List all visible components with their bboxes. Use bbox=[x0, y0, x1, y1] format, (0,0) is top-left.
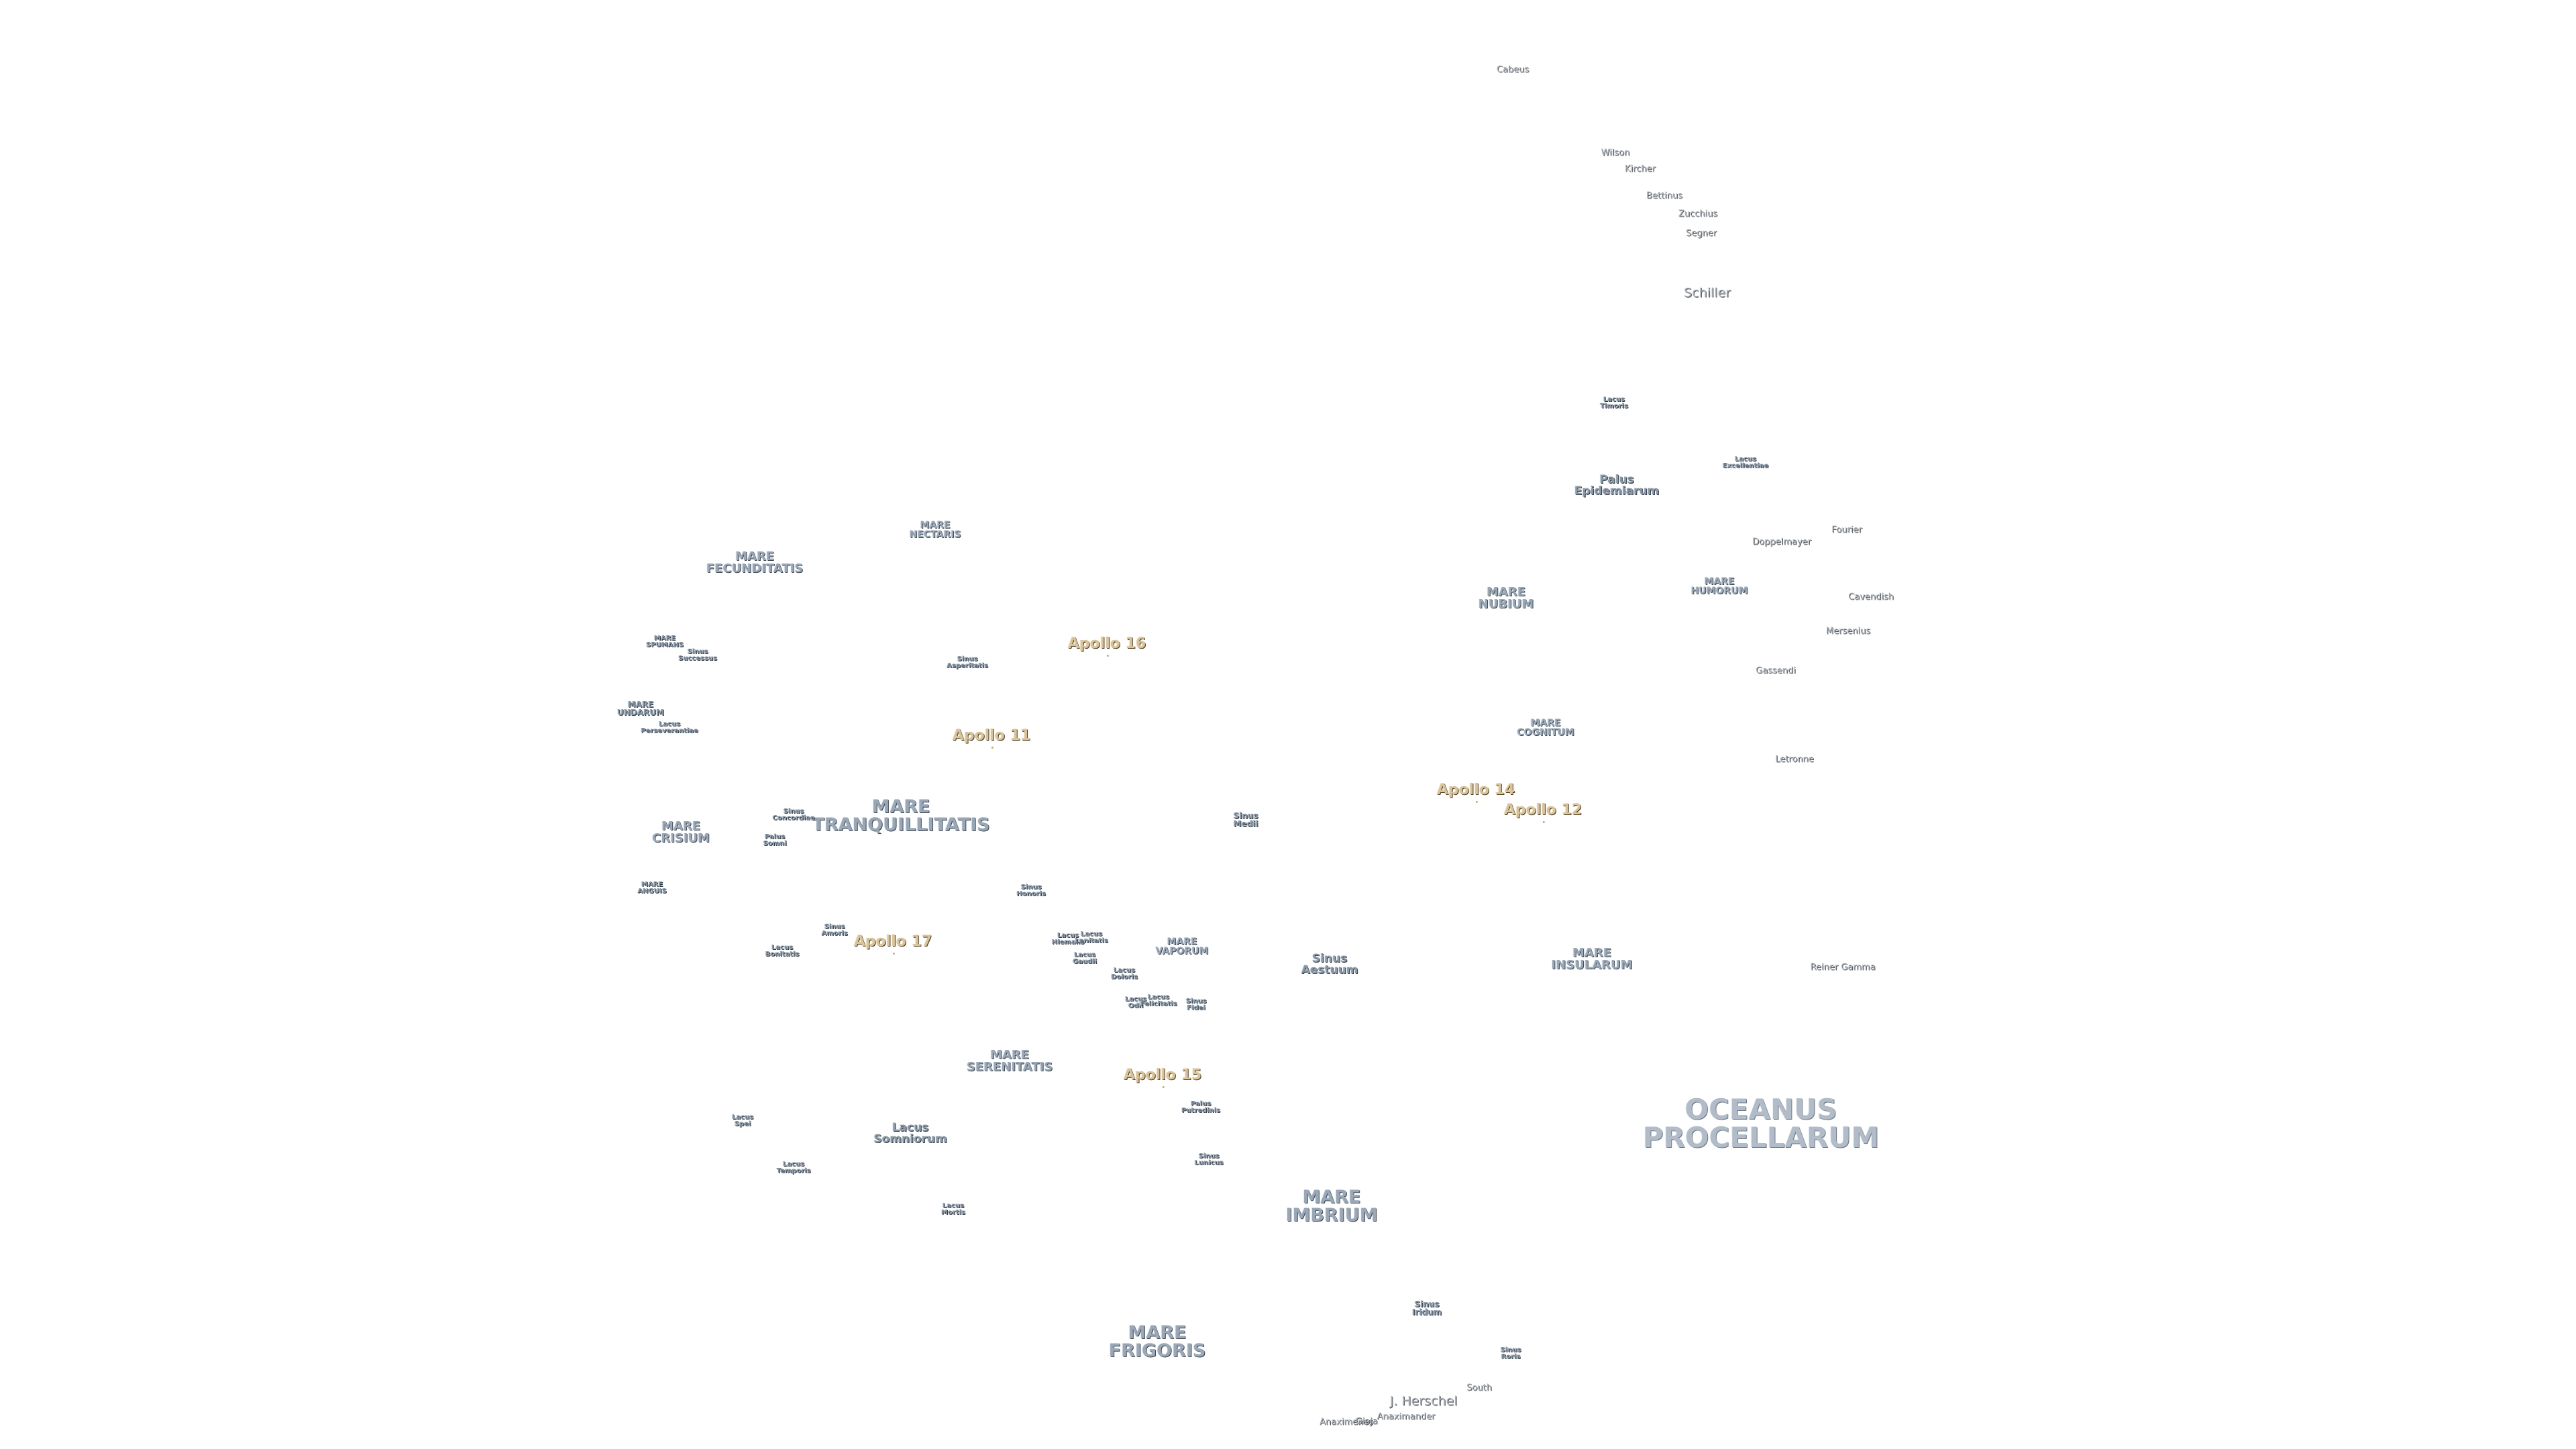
label-mare-serenitatis: MARE SERENITATIS bbox=[966, 1048, 1053, 1074]
label-lacus-lenitatis: Lacus Lenitatis bbox=[1075, 930, 1108, 945]
label-palus-putredinis: Palus Putredinis bbox=[1181, 1100, 1221, 1114]
apollo-11-site: Apollo 11 bbox=[952, 727, 1031, 749]
label-palus-somni: Palus Somni bbox=[763, 833, 787, 847]
label-crater-cavendish: Cavendish bbox=[1848, 592, 1894, 602]
label-mare-humorum: MARE HUMORUM bbox=[1690, 576, 1748, 596]
label-crater-doppelmayer: Doppelmayer bbox=[1752, 537, 1811, 547]
label-sinus-iridum: Sinus Iridum bbox=[1411, 1299, 1442, 1317]
label-crater-fourier: Fourier bbox=[1831, 525, 1862, 535]
label-sinus-asperitatis: Sinus Asperitatis bbox=[947, 655, 988, 669]
label-crater-anaximander: Anaximander bbox=[1377, 1411, 1436, 1422]
label-crater-schiller: Schiller bbox=[1684, 285, 1731, 301]
label-mare-nubium: MARE NUBIUM bbox=[1478, 585, 1534, 611]
label-crater-mersenius: Mersenius bbox=[1825, 626, 1871, 637]
apollo-12-site: Apollo 12 bbox=[1503, 802, 1582, 823]
label-mare-nectaris: MARE NECTARIS bbox=[909, 520, 961, 540]
label-lacus-perseverantiae: Lacus Perseverantiae bbox=[641, 720, 698, 735]
label-lacus-temporis: Lacus Temporis bbox=[776, 1161, 811, 1175]
label-mare-undarum: MARE UNDARUM bbox=[617, 700, 664, 717]
label-sinus-medii: Sinus Medii bbox=[1233, 811, 1258, 828]
label-palus-epidemiarum: Palus Epidemiarum bbox=[1574, 473, 1660, 498]
label-lacus-bonitatis: Lacus Bonitatis bbox=[765, 944, 800, 958]
label-sinus-fidei: Sinus Fidei bbox=[1185, 998, 1207, 1012]
label-sinus-aestuum: Sinus Aestuum bbox=[1301, 952, 1358, 977]
label-crater-south: South bbox=[1466, 1383, 1492, 1393]
label-sinus-amoris: Sinus Amoris bbox=[821, 923, 848, 937]
label-mare-tranquillitatis: MARE TRANQUILLITATIS bbox=[812, 796, 990, 835]
label-lacus-odii: Lacus Odii bbox=[1124, 996, 1147, 1010]
label-crater-cabeus: Cabeus bbox=[1496, 64, 1529, 75]
label-crater-j-herschel: J. Herschel bbox=[1389, 1393, 1458, 1409]
label-mare-imbrium: MARE IMBRIUM bbox=[1285, 1187, 1378, 1226]
label-lacus-timoris: Lacus Timoris bbox=[1600, 396, 1628, 410]
label-crater-anaximenes: Anaximenes bbox=[1319, 1417, 1374, 1428]
apollo-16-site: Apollo 16 bbox=[1067, 635, 1146, 657]
label-crater-reiner-gamma: Reiner Gamma bbox=[1810, 962, 1876, 973]
label-lacus-excellentiae: Lacus Excellentiae bbox=[1722, 455, 1769, 470]
label-mare-spumans: MARE SPUMANS bbox=[646, 635, 684, 649]
label-sinus-lunicus: Sinus Lunicus bbox=[1194, 1152, 1224, 1167]
label-crater-wilson: Wilson bbox=[1601, 148, 1630, 158]
label-lacus-hiemalis: Lacus Hiemalis bbox=[1051, 932, 1085, 946]
label-crater-gioja: Gioja bbox=[1355, 1416, 1378, 1427]
apollo-17-site: Apollo 17 bbox=[853, 933, 932, 955]
label-lacus-doloris: Lacus Doloris bbox=[1111, 967, 1138, 981]
label-sinus-concordiae: Sinus Concordiae bbox=[772, 808, 815, 822]
label-mare-insularum: MARE INSULARUM bbox=[1551, 946, 1633, 972]
label-oceanus-procellarum: OCEANUS PROCELLARUM bbox=[1642, 1093, 1880, 1154]
label-sinus-roris: Sinus Roris bbox=[1500, 1346, 1521, 1360]
label-lacus-felicitatis: Lacus Felicitatis bbox=[1140, 994, 1177, 1008]
label-sinus-honoris: Sinus Honoris bbox=[1016, 883, 1046, 898]
label-mare-fecunditatis: MARE FECUNDITATIS bbox=[706, 549, 804, 576]
label-lacus-gaudii: Lacus Gaudii bbox=[1072, 951, 1097, 965]
label-mare-crisium: MARE CRISIUM bbox=[652, 819, 710, 845]
label-mare-anguis: MARE ANGUIS bbox=[637, 881, 667, 895]
label-lacus-mortis: Lacus Mortis bbox=[941, 1202, 965, 1216]
apollo-15-site: Apollo 15 bbox=[1123, 1067, 1202, 1088]
label-crater-gassendi: Gassendi bbox=[1756, 665, 1796, 676]
label-crater-letronne: Letronne bbox=[1775, 754, 1814, 765]
apollo-14-site: Apollo 14 bbox=[1436, 782, 1515, 803]
label-crater-bettinus: Bettinus bbox=[1646, 191, 1682, 201]
label-mare-frigoris: MARE FRIGORIS bbox=[1108, 1322, 1206, 1361]
label-mare-vaporum: MARE VAPORUM bbox=[1155, 936, 1209, 957]
label-crater-zucchius: Zucchius bbox=[1678, 209, 1718, 219]
label-crater-kircher: Kircher bbox=[1625, 164, 1656, 174]
label-sinus-successus: Sinus Successus bbox=[678, 648, 717, 662]
label-crater-segner: Segner bbox=[1685, 228, 1717, 239]
label-mare-cognitum: MARE COGNITUM bbox=[1517, 718, 1574, 738]
label-lacus-spei: Lacus Spei bbox=[731, 1114, 754, 1128]
label-lacus-somniorum: Lacus Somniorum bbox=[873, 1121, 947, 1146]
